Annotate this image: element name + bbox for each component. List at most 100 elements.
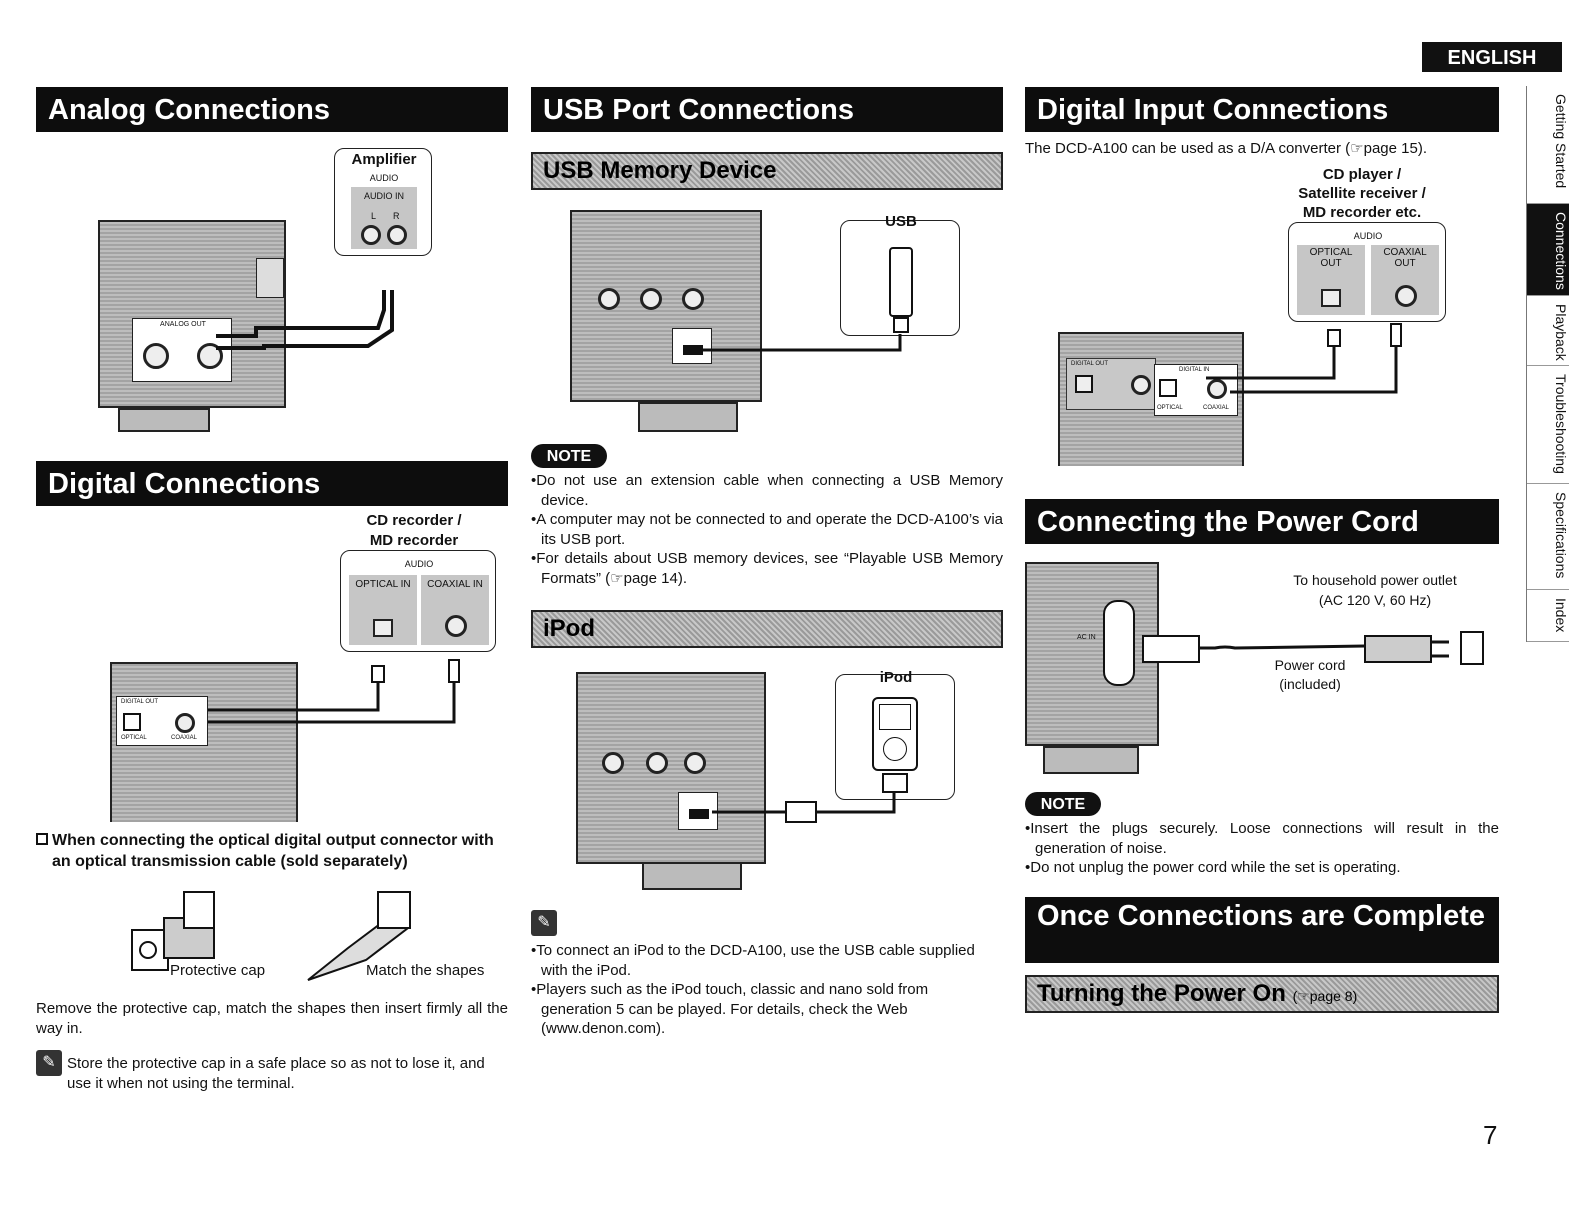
side-tab-troubleshooting[interactable]: Troubleshooting [1527, 366, 1569, 484]
usb-stick-icon [889, 247, 913, 317]
power-cord-diagram: AC IN To household power outlet (AC 120 … [1025, 556, 1499, 778]
side-tab-getting-started[interactable]: Getting Started [1527, 86, 1569, 204]
optical-port [256, 258, 284, 298]
side-tab-connections[interactable]: Connections [1527, 204, 1569, 296]
analog-cable [216, 290, 394, 350]
digital-connection-diagram: CD recorder / MD recorder AUDIO OPTICAL … [108, 510, 508, 828]
usb-note-item: •A computer may not be connected to and … [531, 511, 1003, 548]
power-note-badge: NOTE [1025, 792, 1101, 816]
analog-connection-diagram: Amplifier AUDIO AUDIO IN L R ANALOG OUT [96, 140, 516, 440]
audio-in-left-jack [361, 225, 381, 245]
cap-instruction: Remove the protective cap, match the sha… [36, 1000, 508, 1037]
optical-out-port [1075, 375, 1093, 393]
audio-label: AUDIO [369, 173, 399, 183]
coaxial-in-label: COAXIAL IN [427, 579, 483, 590]
power-note-item: •Insert the plugs securely. Loose connec… [1025, 820, 1499, 857]
side-tab-index[interactable]: Index [1527, 590, 1569, 642]
audio-label: AUDIO [1353, 231, 1383, 241]
pencil-icon: ✎ [531, 910, 557, 936]
cd-recorder-label: CD recorder / [366, 512, 462, 529]
power-on-heading-text: Turning the Power On [1037, 980, 1286, 1007]
audio-label: AUDIO [404, 559, 434, 569]
coaxial-label: COAXIAL [171, 735, 198, 741]
ac-in-label: AC IN [1077, 634, 1096, 641]
power-note-text: Insert the plugs securely. Loose connect… [1030, 820, 1499, 857]
right-channel-label: R [393, 211, 400, 221]
analog-connections-heading: Analog Connections [36, 87, 508, 132]
digital-out-label: DIGITAL OUT [1071, 361, 1109, 367]
usb-port [683, 345, 703, 355]
usb-port-connections-heading: USB Port Connections [531, 87, 1003, 132]
turning-power-on-heading: Turning the Power On (☞page 8) [1025, 975, 1499, 1013]
analog-out-right-jack [197, 343, 223, 369]
side-tab-bar: Getting Started Connections Playback Tro… [1526, 86, 1569, 642]
cap-tip: Store the protective cap in a safe place… [67, 1055, 485, 1092]
power-cord-drawing [1142, 631, 1484, 665]
digital-out-panel: DIGITAL OUT OPTICAL COAXIAL [116, 696, 208, 746]
coaxial-out-label: COAXIAL OUT [1383, 247, 1427, 269]
cap-drawing [131, 891, 411, 981]
usb-label: USB [885, 213, 917, 230]
player-rear-panel [1025, 562, 1159, 746]
usb-cable [698, 334, 902, 352]
usb-note-text: Do not use an extension cable when conne… [536, 472, 1003, 509]
digital-in-optical-port [1159, 379, 1177, 397]
usb-note-text: For details about USB memory devices, se… [536, 550, 1003, 587]
usb-connection-diagram: USB [568, 204, 968, 436]
protective-cap-label: Protective cap [170, 962, 266, 979]
player-foot [118, 408, 210, 432]
side-tab-specifications[interactable]: Specifications [1527, 484, 1569, 590]
power-note-text: Do not unplug the power cord while the s… [1030, 859, 1401, 877]
ac-inlet [1103, 600, 1135, 686]
power-cord-heading: Connecting the Power Cord [1025, 499, 1499, 544]
connections-complete-heading: Once Connections are Complete [1025, 897, 1499, 963]
front-button-3 [684, 752, 706, 774]
recorder-panel: AUDIO OPTICAL IN COAXIAL IN [340, 550, 496, 652]
digital-in-coaxial-jack [1207, 379, 1227, 399]
ipod-note-text: Players such as the iPod touch, classic … [536, 981, 929, 1038]
ipod-icon [872, 697, 918, 771]
usb-note-text: A computer may not be connected to and o… [536, 511, 1003, 548]
optical-cable-heading: When connecting the optical digital outp… [36, 830, 508, 872]
coaxial-label: COAXIAL [1203, 405, 1230, 411]
usb-note-badge: NOTE [531, 444, 607, 468]
ipod-screen [879, 704, 911, 730]
optical-out-port [123, 713, 141, 731]
front-button-2 [646, 752, 668, 774]
pencil-icon: ✎ [36, 1050, 62, 1076]
md-recorder-label: MD recorder etc. [1302, 204, 1422, 221]
analog-out-left-jack [143, 343, 169, 369]
usb-device-box: USB [840, 213, 960, 336]
amplifier-panel: Amplifier AUDIO AUDIO IN L R [334, 148, 432, 256]
outlet-spec-label: (AC 120 V, 60 Hz) [1318, 592, 1432, 608]
optical-heading-text: When connecting the optical digital outp… [52, 832, 494, 870]
coaxial-in-jack [445, 615, 467, 637]
ipod-note-item: •To connect an iPod to the DCD-A100, use… [531, 942, 975, 979]
optical-label: OPTICAL [121, 735, 147, 741]
language-tab: ENGLISH [1422, 42, 1562, 72]
player-foot [638, 402, 738, 432]
power-note-item: •Do not unplug the power cord while the … [1025, 859, 1401, 877]
coaxial-out-jack [1395, 285, 1417, 307]
analog-out-label: ANALOG OUT [160, 321, 206, 328]
ipod-note-text: To connect an iPod to the DCD-A100, use … [536, 942, 975, 979]
power-cord-label: Power cord [1274, 657, 1346, 673]
power-notes: •Insert the plugs securely. Loose connec… [1025, 819, 1499, 878]
ipod-connection-diagram: iPod [572, 664, 972, 896]
ipod-label: iPod [879, 669, 913, 686]
power-on-page-ref[interactable]: (☞page 8) [1292, 988, 1358, 1004]
source-device-panel: AUDIO OPTICAL OUT COAXIAL OUT [1288, 222, 1446, 322]
ipod-click-wheel [883, 737, 907, 761]
ipod-note-item: •Players such as the iPod touch, classic… [531, 981, 929, 1038]
optical-in-label: OPTICAL IN [355, 579, 411, 590]
optical-out-label: OPTICAL OUT [1309, 247, 1353, 269]
protective-cap-illustration: Protective cap Match the shapes [128, 888, 508, 984]
audio-in-label: AUDIO IN [363, 191, 404, 201]
optical-label: OPTICAL [1157, 405, 1183, 411]
coaxial-out-jack [175, 713, 195, 733]
player-foot [642, 862, 742, 890]
usb-memory-device-heading: USB Memory Device [531, 152, 1003, 190]
cd-player-label: CD player / [1322, 166, 1402, 183]
usb-notes: •Do not use an extension cable when conn… [531, 471, 1003, 589]
side-tab-playback[interactable]: Playback [1527, 296, 1569, 366]
